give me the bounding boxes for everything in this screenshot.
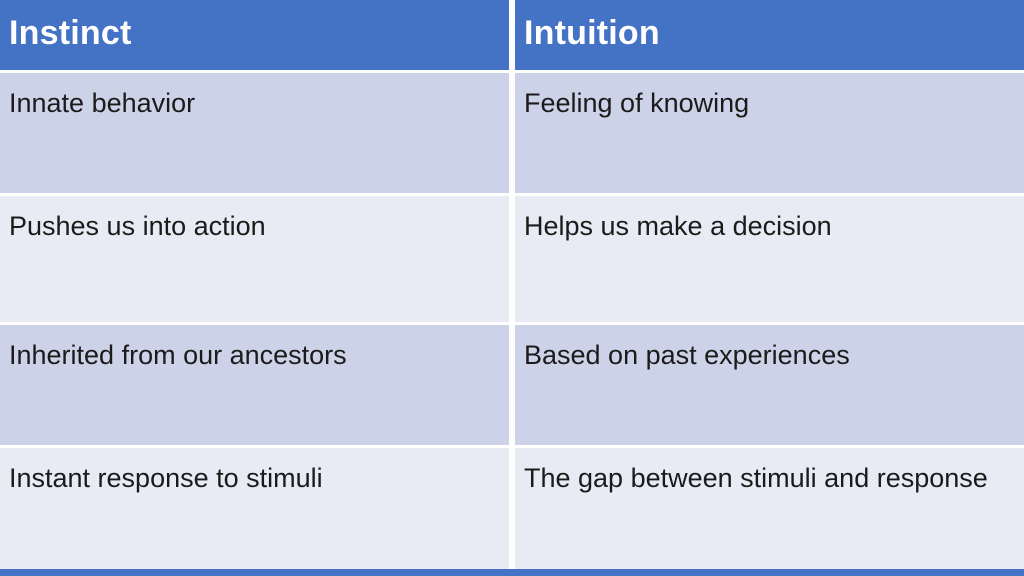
cell-instinct-3: Inherited from our ancestors [0,325,509,445]
cell-instinct-2: Pushes us into action [0,196,509,322]
header-cell-instinct: Instinct [0,0,509,70]
cell-intuition-1: Feeling of knowing [515,73,1024,193]
cell-text: The gap between stimuli and response [524,463,988,493]
cell-text: Helps us make a decision [524,211,832,241]
cell-text: Innate behavior [9,88,196,118]
cell-instinct-1: Innate behavior [0,73,509,193]
cell-text: Pushes us into action [9,211,266,241]
header-cell-intuition: Intuition [515,0,1024,70]
cell-text: Based on past experiences [524,340,850,370]
header-label: Intuition [524,13,660,52]
header-label: Instinct [9,13,132,52]
cell-intuition-2: Helps us make a decision [515,196,1024,322]
cell-text: Inherited from our ancestors [9,340,347,370]
cell-intuition-3: Based on past experiences [515,325,1024,445]
cell-instinct-4: Instant response to stimuli [0,448,509,569]
cell-text: Feeling of knowing [524,88,750,118]
cell-text: Instant response to stimuli [9,463,323,493]
bottom-accent-bar [0,569,1024,576]
cell-intuition-4: The gap between stimuli and response [515,448,1024,569]
